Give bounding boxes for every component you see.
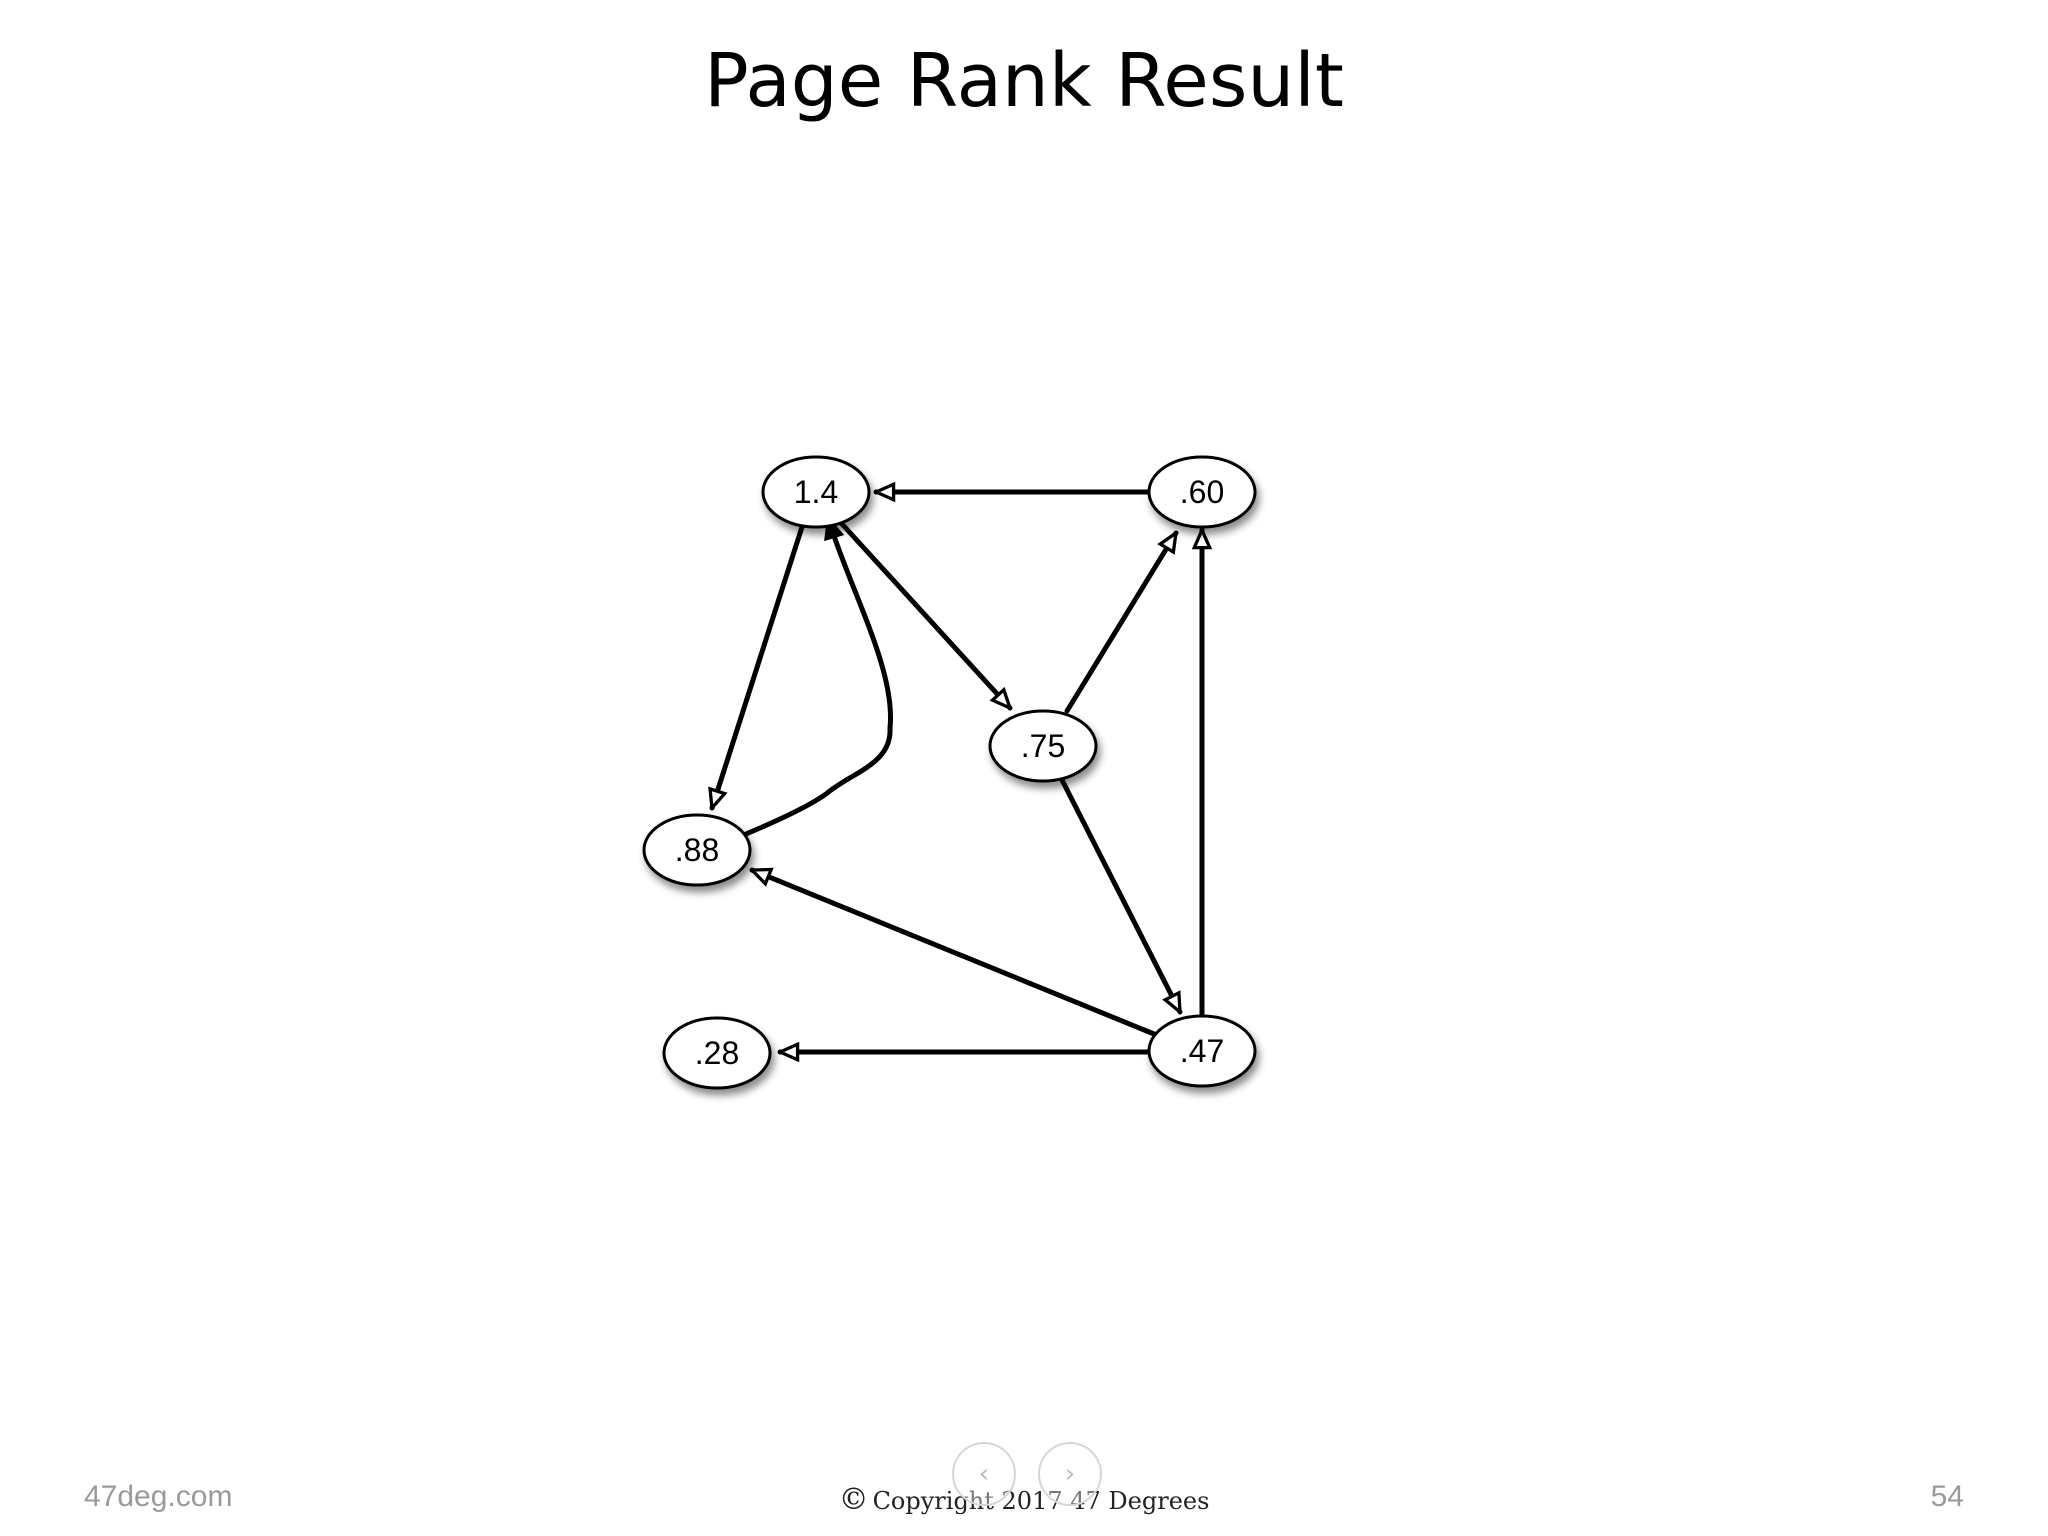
graph-node-b: .60: [1147, 455, 1257, 529]
node-label: .28: [695, 1035, 739, 1071]
graph-node-e: .28: [662, 1016, 772, 1090]
graph-node-c: .75: [988, 709, 1098, 783]
node-label: .75: [1021, 728, 1065, 764]
graph-node-f: .47: [1147, 1014, 1257, 1088]
copyright-text: Copyright 2017 47 Degrees: [872, 1487, 1210, 1515]
edges-layer: [712, 492, 1202, 1052]
edge-f-d: [752, 867, 1157, 1037]
next-slide-button[interactable]: ›: [1038, 1442, 1102, 1506]
node-ellipse: [761, 455, 871, 529]
page-number: 54: [1930, 1480, 1964, 1513]
edge-c-b: [1064, 533, 1179, 714]
footer-website[interactable]: 47deg.com: [84, 1480, 233, 1513]
node-label: 1.4: [794, 474, 838, 510]
node-label: .60: [1180, 474, 1224, 510]
node-label: .47: [1180, 1033, 1224, 1069]
node-ellipse: [1147, 455, 1257, 529]
node-label: .88: [675, 832, 719, 868]
edge-a-c: [839, 521, 1010, 708]
node-ellipse: [988, 709, 1098, 783]
graph-node-a: 1.4: [761, 455, 871, 529]
edge-d-a: [743, 518, 894, 837]
nodes-layer: 1.4 .60 .75 .88 .28 .47: [642, 455, 1257, 1090]
previous-slide-button[interactable]: ‹: [952, 1442, 1016, 1506]
node-ellipse: [662, 1016, 772, 1090]
node-ellipse: [1147, 1014, 1257, 1088]
chevron-left-icon: ‹: [978, 1459, 990, 1489]
edge-c-f: [1059, 777, 1183, 1012]
edge-a-d: [712, 524, 805, 808]
graph-node-d: .88: [642, 813, 752, 887]
chevron-right-icon: ›: [1064, 1459, 1076, 1489]
slide-title: Page Rank Result: [704, 38, 1344, 124]
node-ellipse: [642, 813, 752, 887]
footer-copyright: ©Copyright 2017 47 Degrees: [0, 1482, 2048, 1517]
copyright-icon: ©: [838, 1482, 869, 1517]
